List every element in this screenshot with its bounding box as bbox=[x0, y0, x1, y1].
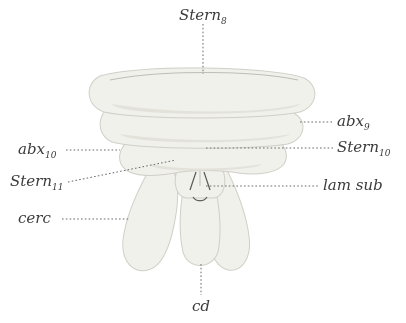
label-abx9: abx9 bbox=[337, 112, 370, 133]
label-abx10: abx10 bbox=[18, 140, 57, 161]
label-stern10: Stern10 bbox=[337, 138, 391, 159]
sternite-8 bbox=[89, 68, 315, 118]
lamina-subgenitalis bbox=[175, 168, 225, 201]
label-cd: cd bbox=[192, 297, 210, 315]
label-stern8: Stern8 bbox=[179, 6, 227, 27]
cercus-left bbox=[123, 168, 178, 271]
label-cerc: cerc bbox=[18, 209, 51, 227]
label-lamsub: lam sub bbox=[323, 176, 383, 194]
label-stern11: Stern11 bbox=[10, 172, 63, 193]
